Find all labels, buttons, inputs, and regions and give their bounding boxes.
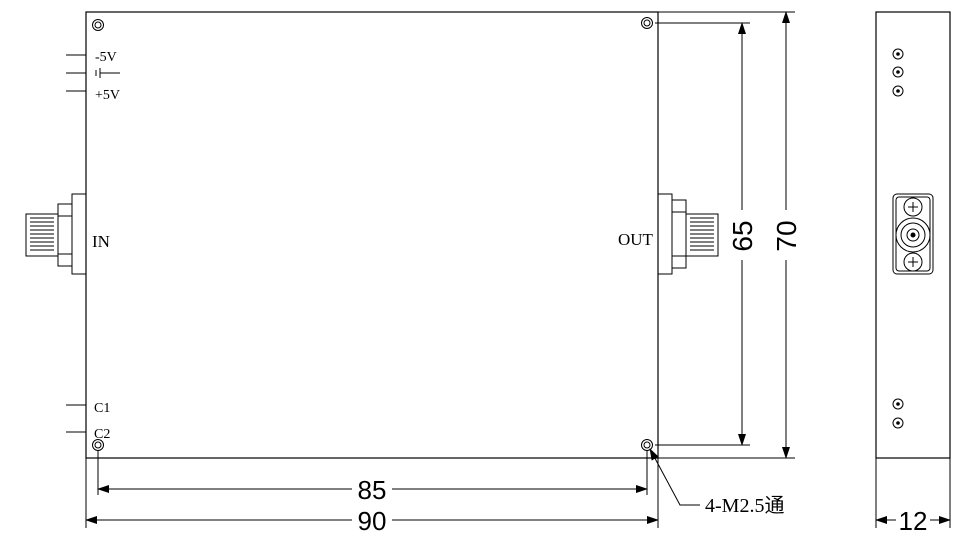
pin-label-plus5v: +5V [95, 88, 120, 103]
vertical-dimensions: 65 70 [655, 11, 802, 459]
side-view: 12 [875, 11, 951, 536]
mounting-hole-icon [641, 17, 653, 29]
front-view: -5V +5V C1 C2 IN [25, 11, 719, 459]
mount-hole-callout: 4-M2.5通 [649, 448, 784, 517]
mount-hole-note: 4-M2.5通 [705, 494, 784, 517]
dim-width-outer: 90 [358, 506, 387, 536]
pin-label-minus5v: -5V [95, 50, 117, 65]
mounting-hole-icon [641, 439, 653, 451]
sma-connector-icon [657, 193, 719, 275]
dim-height-outer: 70 [771, 220, 802, 251]
horizontal-dimensions: 85 90 [85, 450, 659, 536]
sma-connector-icon [25, 193, 87, 275]
pin-icon [892, 398, 904, 429]
dim-height-holes: 65 [727, 220, 758, 251]
pin-icon [892, 48, 904, 97]
mounting-hole-icon [92, 19, 104, 31]
port-label-in: IN [92, 232, 110, 251]
ground-icon [95, 68, 120, 78]
dim-width-holes: 85 [358, 475, 387, 505]
port-label-out: OUT [618, 230, 654, 249]
housing-outline [85, 11, 659, 459]
pin-label-c2: C2 [94, 427, 110, 442]
pin-label-c1: C1 [94, 401, 110, 416]
dim-thickness: 12 [899, 506, 928, 536]
sma-connector-icon [892, 193, 934, 275]
side-outline [875, 11, 951, 459]
